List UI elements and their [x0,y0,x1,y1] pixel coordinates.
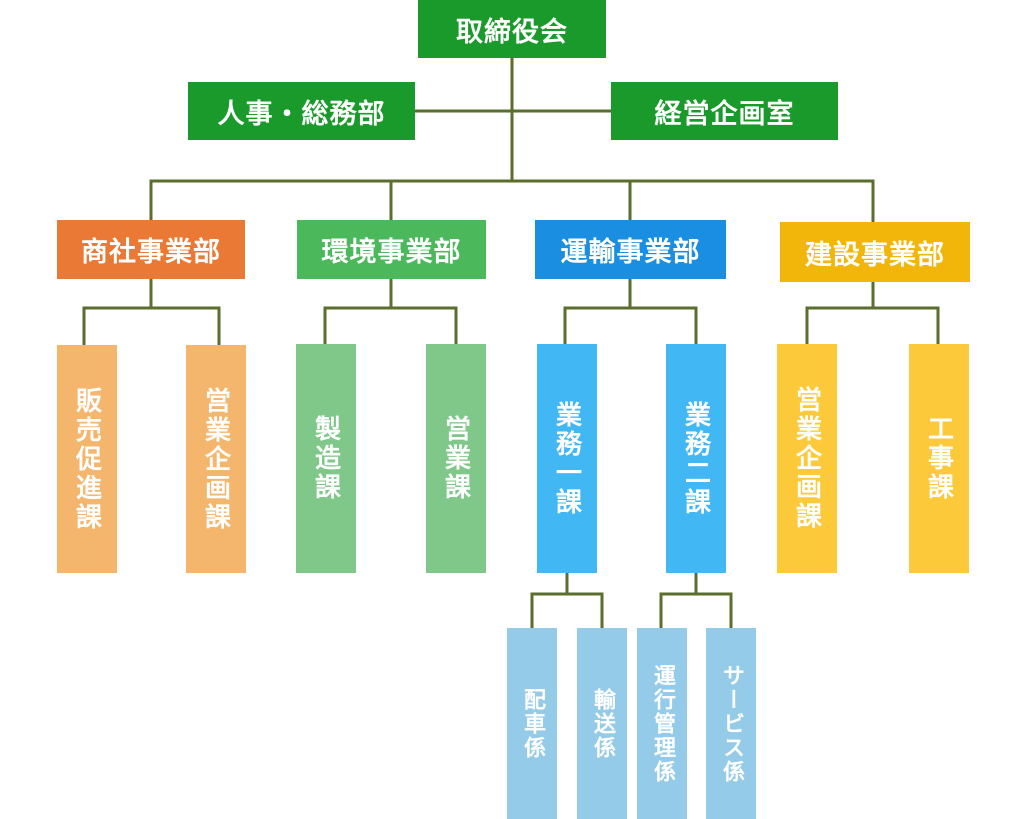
operations-section-2-box: 業務二課 [666,344,726,573]
operation-management-unit-box: 運行管理係 [637,628,687,819]
sales-promotion-section-box: 販売促進課 [57,345,117,573]
trading-division-box: 商社事業部 [57,220,245,279]
hr-general-affairs-box: 人事・総務部 [188,82,415,140]
transport-division-box: 運輸事業部 [535,220,726,279]
sales-section-box: 営業課 [426,344,486,573]
construction-division-box: 建設事業部 [780,222,970,282]
board-of-directors-box: 取締役会 [418,0,606,58]
sales-planning-section-box: 営業企画課 [186,345,246,573]
construction-sales-planning-section-box: 営業企画課 [777,344,837,573]
dispatch-unit-box: 配車係 [507,628,557,819]
shipping-unit-box: 輸送係 [577,628,627,819]
construction-works-section-box: 工事課 [909,344,969,573]
operations-section-1-box: 業務一課 [537,344,597,573]
service-unit-box: サービス係 [706,628,756,819]
environment-division-box: 環境事業部 [297,220,486,279]
corporate-planning-box: 経営企画室 [611,82,838,140]
manufacturing-section-box: 製造課 [296,344,356,573]
